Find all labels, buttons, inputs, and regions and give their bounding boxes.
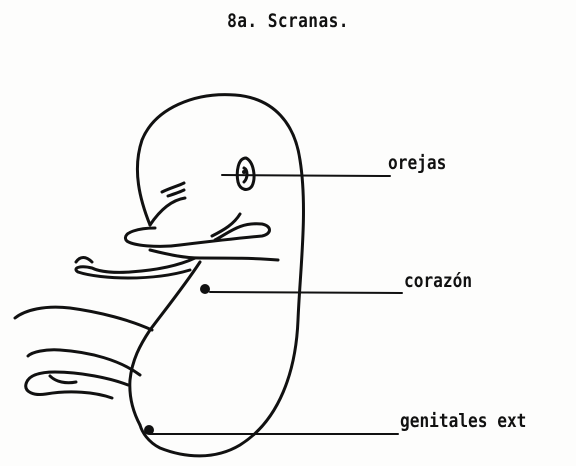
embryo-face-contour xyxy=(150,198,185,225)
embryo-foot-toes xyxy=(50,376,76,383)
embryo-tail xyxy=(76,258,92,263)
embryo-arm xyxy=(76,258,195,278)
heart-dot xyxy=(200,284,210,294)
label-corazon: corazón xyxy=(404,270,472,292)
ear-dot xyxy=(242,170,246,174)
embryo-leg-upper xyxy=(15,307,152,330)
leader-line-orejas xyxy=(222,175,390,176)
embryo-foot xyxy=(26,372,128,398)
label-genitales: genitales ext xyxy=(400,410,526,432)
embryo-torso-front xyxy=(130,262,200,425)
label-orejas: orejas xyxy=(388,152,446,174)
leader-line-corazon xyxy=(210,292,402,293)
embryo-eye xyxy=(162,183,184,196)
embryo-neck-line xyxy=(150,250,278,260)
embryo-jaw xyxy=(125,224,269,247)
